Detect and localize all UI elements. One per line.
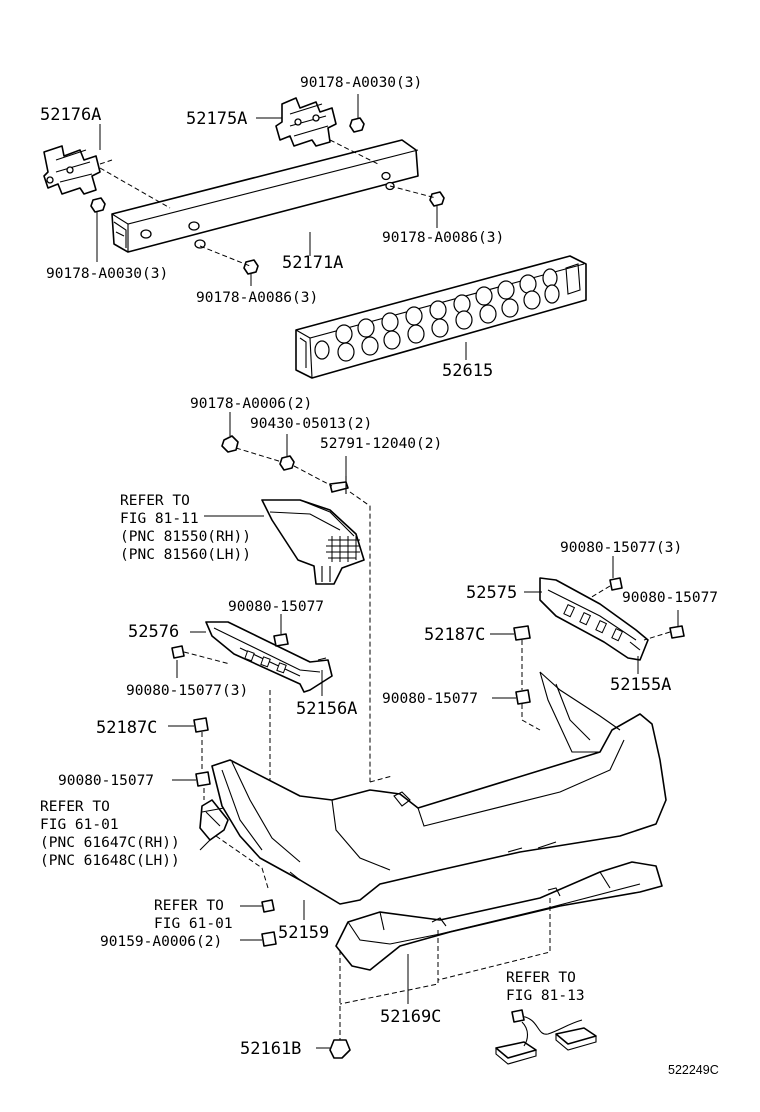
label-90178-A0030-top: 90178-A0030(3): [300, 75, 422, 91]
guide-line: [437, 898, 551, 981]
label-52169C: 52169C: [380, 1007, 441, 1027]
ref-fig6101-note: REFER TO FIG 61-01: [154, 898, 233, 932]
label-90080-15077-upper-left: 90080-15077: [228, 599, 324, 615]
label-52155A: 52155A: [610, 675, 671, 695]
label-52159: 52159: [278, 923, 329, 943]
clip-icon-52187C-left: [193, 717, 209, 733]
screw-icon-90080-15077-right: [669, 625, 685, 639]
bumper-cover-52159: [211, 671, 667, 905]
label-52576: 52576: [128, 622, 179, 642]
nut-icon-90430-05013: [279, 455, 295, 471]
screw-icon-90080-15077-upper: [273, 633, 289, 647]
label-52176A: 52176A: [40, 105, 101, 125]
screw-icon-90080-15077-mid: [515, 689, 531, 705]
screw-icon-90080-15077-3-right: [609, 577, 623, 591]
guide-line: [199, 245, 251, 267]
label-90178-A0006: 90178-A0006(2): [190, 396, 312, 412]
diagram-code: 522249C: [668, 1063, 719, 1077]
screw-icon-90159-A0006: [261, 931, 277, 947]
label-90080-15077-3-right: 90080-15077(3): [560, 540, 682, 556]
screw-icon-fig6101: [261, 899, 275, 913]
label-52615: 52615: [442, 361, 493, 381]
guide-line: [99, 159, 113, 165]
guide-line: [369, 775, 393, 783]
label-52187C-left: 52187C: [96, 718, 157, 738]
ref-lamp-line-3: (PNC 81550(RH)): [120, 529, 251, 545]
guide-line: [293, 465, 333, 487]
nut-icon-left: [90, 197, 106, 213]
ref-fig8113-line-2: FIG 81-13: [506, 988, 585, 1004]
retainer-52575: [539, 577, 649, 661]
label-52171A: 52171A: [282, 253, 343, 273]
clip-icon-90178-A0006: [221, 435, 239, 453]
screw-icon-90080-15077-3-left: [171, 645, 185, 659]
label-90178-A0030-left: 90178-A0030(3): [46, 266, 168, 282]
label-52161B: 52161B: [240, 1039, 301, 1059]
label-90178-A0086-right: 90178-A0086(3): [382, 230, 504, 246]
label-52187C-right: 52187C: [424, 625, 485, 645]
clip-icon-52187C-right: [513, 625, 531, 641]
screw-icon-52791-12040: [329, 476, 349, 494]
tail-lamp: [261, 499, 365, 585]
nut-icon-right: [429, 191, 445, 207]
label-52175A: 52175A: [186, 109, 247, 129]
label-90159-A0006: 90159-A0006(2): [100, 934, 222, 950]
guide-line: [521, 704, 541, 731]
clip-icon-52161B: [329, 1039, 351, 1059]
nut-icon-top: [349, 117, 365, 133]
reflector: [199, 799, 229, 851]
bracket-52176A: [43, 145, 101, 195]
guide-line: [99, 167, 171, 209]
ref-lamp-line-1: REFER TO: [120, 493, 190, 509]
ref-reflector-line-2: FIG 61-01: [40, 817, 119, 833]
guide-line: [215, 835, 269, 889]
bracket-52175A: [275, 97, 337, 147]
ref-fig6101-line-2: FIG 61-01: [154, 916, 233, 932]
ref-fig8113-line-1: REFER TO: [506, 970, 576, 986]
guide-line: [329, 139, 381, 166]
ref-lamp-line-2: FIG 81-11: [120, 511, 199, 527]
label-90430-05013: 90430-05013(2): [250, 416, 372, 432]
label-52575: 52575: [466, 583, 517, 603]
ref-reflector-line-3: (PNC 61647C(RH)): [40, 835, 180, 851]
label-90080-15077-3-left: 90080-15077(3): [126, 683, 248, 699]
absorber-52615: [295, 255, 587, 379]
guide-line: [339, 930, 439, 1005]
ref-lamp-line-4: (PNC 81560(LH)): [120, 547, 251, 563]
label-90080-15077-right: 90080-15077: [622, 590, 718, 606]
label-52156A: 52156A: [296, 699, 357, 719]
ref-lamp-note: REFER TO FIG 81-11 (PNC 81550(RH)) (PNC …: [120, 493, 251, 563]
label-90178-A0086-bottom: 90178-A0086(3): [196, 290, 318, 306]
guide-line: [643, 631, 671, 641]
diffuser-52169C: [335, 861, 663, 971]
license-lamp: [495, 1009, 597, 1065]
ref-reflector-note: REFER TO FIG 61-01 (PNC 61647C(RH)) (PNC…: [40, 799, 180, 869]
ref-fig8113-note: REFER TO FIG 81-13: [506, 970, 585, 1004]
nut-icon-bottom: [243, 259, 259, 275]
ref-reflector-line-1: REFER TO: [40, 799, 110, 815]
retainer-52576: [205, 621, 333, 693]
reinforcement-52171A: [111, 139, 419, 253]
screw-icon-90080-15077-left: [195, 771, 211, 787]
leader-lines: [96, 94, 679, 1049]
guide-line: [349, 491, 371, 782]
guide-line: [389, 185, 437, 199]
ref-fig6101-line-1: REFER TO: [154, 898, 224, 914]
label-90080-15077-left: 90080-15077: [58, 773, 154, 789]
label-52791-12040: 52791-12040(2): [320, 436, 442, 452]
guide-line: [183, 651, 231, 665]
ref-reflector-line-4: (PNC 61648C(LH)): [40, 853, 180, 869]
guide-line: [235, 447, 283, 463]
label-90080-15077-mid: 90080-15077: [382, 691, 478, 707]
guide-line: [589, 585, 611, 599]
